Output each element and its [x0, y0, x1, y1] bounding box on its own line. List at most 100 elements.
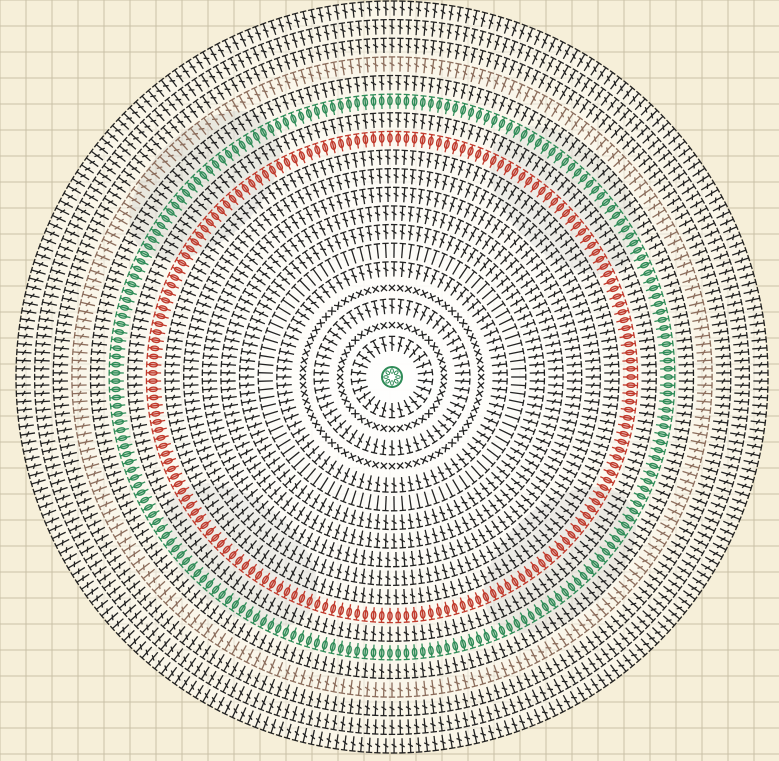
stitch-symbol: [510, 391, 526, 398]
stitch-symbol: [443, 276, 456, 292]
stitch-symbol: [485, 477, 499, 492]
stitch-symbol: [500, 489, 514, 503]
stitch-symbol: [431, 249, 440, 265]
stitch-symbol: [223, 335, 240, 343]
stitch-symbol: [331, 524, 341, 540]
stitch-symbol: [388, 298, 396, 314]
stitch-symbol: [446, 235, 457, 251]
stitch-symbol: [382, 261, 389, 277]
stitch-symbol: [324, 237, 335, 253]
stitch-symbol: [246, 461, 262, 474]
stitch-symbol: [238, 365, 255, 372]
stitch-symbol: [455, 378, 471, 385]
stitch-symbol: [417, 549, 425, 566]
stitch-symbol: [486, 335, 503, 345]
stitch-symbol: [492, 378, 508, 385]
stitch-symbol: [500, 251, 514, 265]
stitch-symbol: [302, 397, 311, 406]
stitch-symbol: [256, 443, 273, 455]
stitch-symbol: [369, 399, 381, 416]
stitch-symbol: [547, 455, 564, 467]
stitch-symbol: [424, 227, 432, 244]
stitch-symbol: [373, 476, 381, 493]
stitch-symbol: [502, 323, 518, 333]
stitch-symbol: [554, 441, 570, 451]
stitch-symbol: [323, 216, 334, 233]
stitch-symbol: [566, 378, 583, 385]
stitch-symbol: [427, 452, 436, 462]
stitch-symbol: [311, 419, 321, 429]
stitch-symbol: [380, 462, 388, 470]
stitch-symbol: [225, 327, 242, 335]
stitch-symbol: [222, 402, 239, 411]
stitch-symbol: [532, 299, 548, 310]
stitch-symbol: [283, 331, 299, 341]
stitch-symbol: [426, 429, 438, 445]
stitch-symbol: [429, 403, 439, 412]
stitch-symbol: [491, 386, 508, 394]
stitch-symbol: [528, 291, 545, 303]
stitch-symbol: [528, 352, 544, 360]
stitch-symbol: [338, 388, 347, 398]
stitch-symbol: [423, 529, 432, 546]
stitch-symbol: [405, 438, 414, 455]
stitch-symbol: [470, 465, 484, 480]
stitch-symbol: [380, 321, 388, 330]
stitch-symbol: [513, 440, 530, 451]
stitch-symbol: [242, 455, 258, 467]
stitch-symbol: [526, 343, 543, 352]
stitch-symbol: [463, 419, 473, 429]
stitch-symbol: [486, 409, 503, 419]
stitch-symbol: [300, 389, 309, 398]
stitch-symbol: [458, 475, 471, 490]
stitch-symbol: [348, 490, 357, 507]
stitch-symbol: [480, 319, 496, 331]
stitch-symbol: [327, 438, 337, 448]
stitch-symbol: [491, 268, 505, 283]
stitch-symbol: [426, 309, 438, 325]
stitch-symbol: [280, 242, 293, 257]
stitch-symbol: [348, 228, 357, 245]
stitch-symbol: [388, 425, 396, 433]
stitch-symbol: [388, 321, 396, 329]
stitch-symbol: [348, 247, 357, 264]
stitch-symbol: [265, 285, 281, 298]
stitch-symbol: [221, 352, 237, 360]
round-10: [201, 186, 583, 568]
stitch-symbol: [294, 308, 310, 321]
stitch-symbol: [441, 443, 451, 453]
stitch-symbol: [403, 422, 413, 431]
stitch-symbol: [315, 351, 332, 360]
stitch-symbol: [447, 215, 457, 232]
stitch-symbol: [304, 340, 313, 349]
stitch-symbol: [239, 356, 256, 364]
stitch-symbol: [300, 356, 309, 365]
stitch-symbol: [339, 211, 349, 228]
stitch-symbol: [365, 531, 373, 548]
stitch-symbol: [452, 394, 469, 403]
stitch-symbol: [373, 205, 381, 222]
stitch-symbol: [348, 470, 358, 487]
stitch-symbol: [396, 321, 404, 330]
stitch-symbol: [239, 390, 256, 398]
stitch-symbol: [520, 494, 535, 508]
stitch-symbol: [551, 448, 567, 459]
stitch-symbol: [225, 418, 242, 427]
stitch-symbol: [256, 266, 271, 280]
stitch-symbol: [434, 448, 444, 458]
stitch-symbol: [450, 458, 463, 473]
stitch-symbol: [445, 255, 456, 272]
stitch-symbol: [276, 382, 292, 389]
stitch-symbol: [223, 410, 240, 419]
stitch-symbol: [415, 531, 424, 547]
stitch-symbol: [340, 487, 350, 504]
stitch-symbol: [365, 244, 372, 260]
stitch-symbol: [403, 323, 413, 332]
stitch-symbol: [316, 426, 326, 436]
stitch-symbol: [466, 491, 479, 507]
stitch-symbol: [388, 462, 396, 470]
stitch-symbol: [515, 500, 529, 514]
stitch-symbol: [488, 343, 505, 352]
magic-ring-circle: [381, 366, 403, 388]
stitch-symbol: [424, 409, 433, 418]
